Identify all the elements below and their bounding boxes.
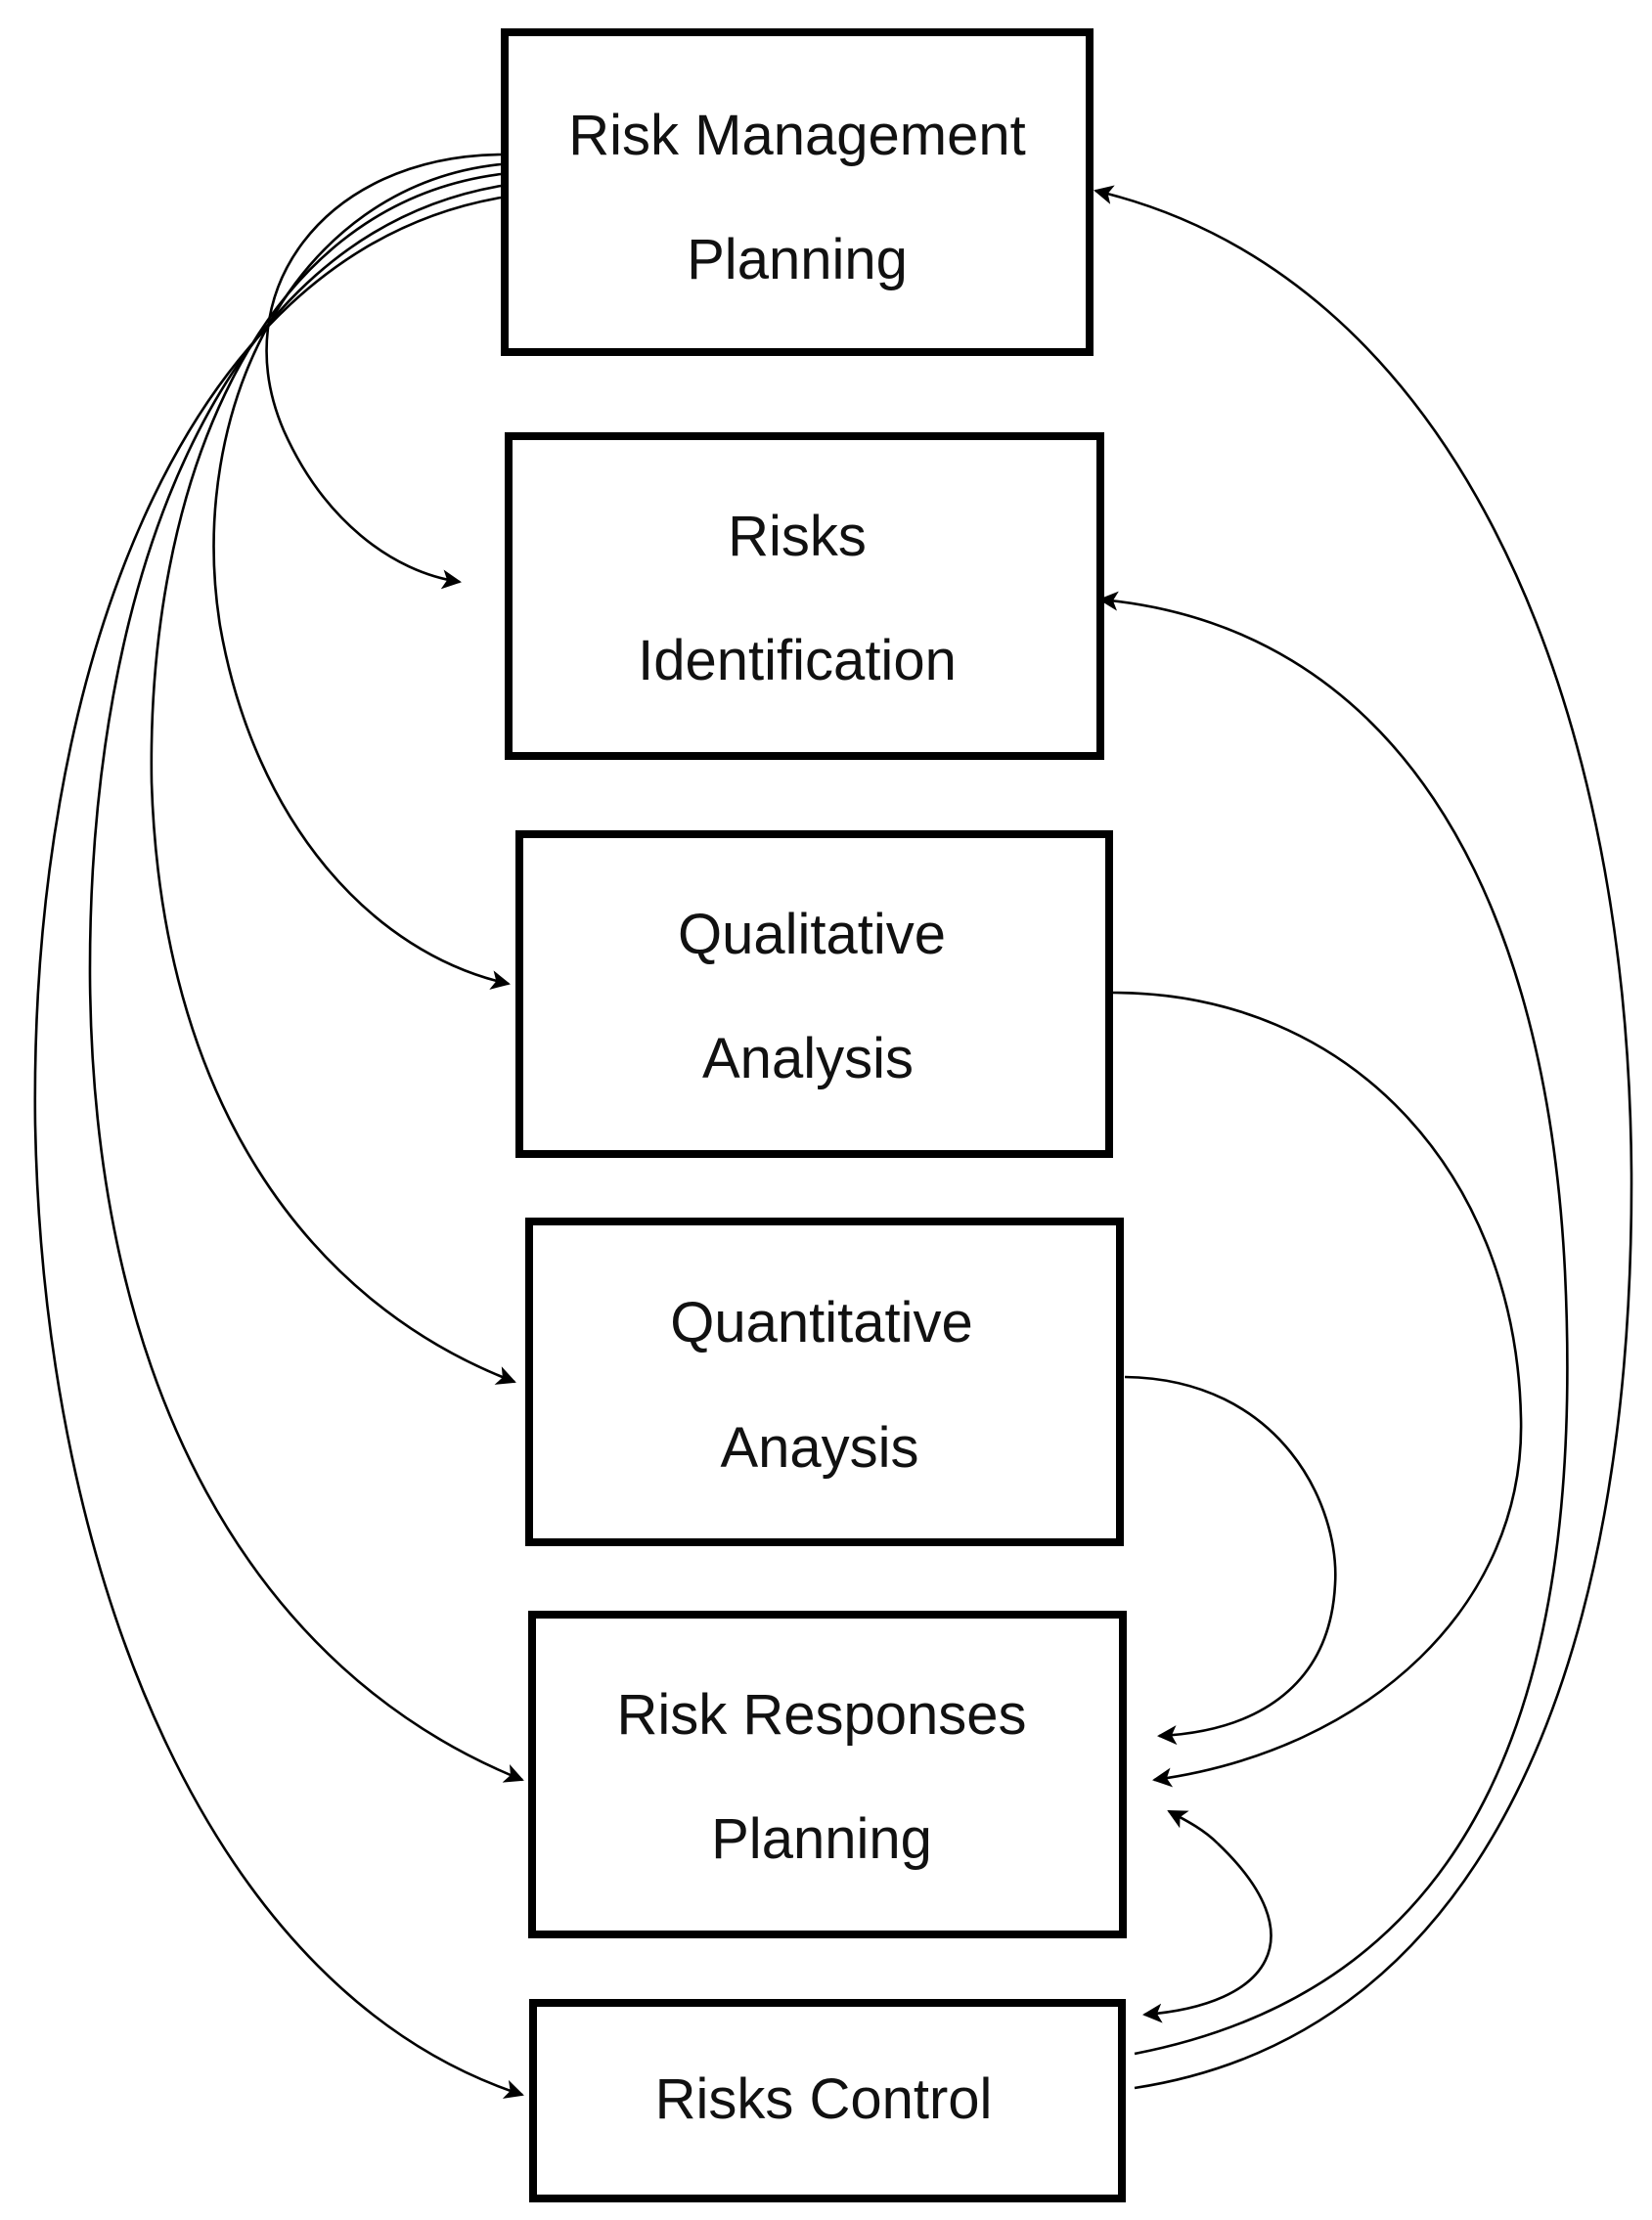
edge-qna-rrp [1124, 1375, 1337, 1746]
box-risks-control [529, 1999, 1126, 2202]
box-risks-identification [505, 432, 1104, 760]
label-risks-control-line1: Risks Control [655, 2067, 993, 2131]
label-risks-identification-line1: Risks [728, 505, 867, 568]
label-risk-management-planning-line1: Risk Management [568, 104, 1025, 167]
edge-rrp-rc [1142, 1843, 1272, 2023]
label-risks-identification-line2: Identification [638, 629, 957, 692]
edge-rc-rrp [1167, 1809, 1219, 1844]
label-risk-management-planning-line2: Planning [687, 228, 908, 291]
box-risk-responses-planning [528, 1611, 1127, 1938]
nodes-layer: Risk Management Planning Risks Identific… [501, 28, 1127, 2202]
box-qualitative-analysis [515, 830, 1113, 1158]
edge-rmp-qna [150, 172, 516, 1385]
label-quantitative-anaysis-line1: Quantitative [670, 1291, 973, 1354]
node-risks-identification: Risks Identification [505, 432, 1104, 760]
edge-rc-rmp [1094, 185, 1633, 2090]
edge-rc-ri [1098, 591, 1569, 2056]
edges-layer [33, 153, 1633, 2099]
node-qualitative-analysis: Qualitative Analysis [515, 830, 1113, 1158]
edge-qa-rrp [1112, 991, 1523, 1788]
label-quantitative-anaysis-line2: Anaysis [720, 1416, 918, 1480]
label-risk-responses-planning-line2: Planning [711, 1807, 932, 1871]
edge-rmp-ri [265, 153, 502, 590]
node-risk-management-planning: Risk Management Planning [501, 28, 1094, 356]
label-qualitative-analysis-line2: Analysis [702, 1027, 914, 1090]
edge-rmp-rc [33, 196, 524, 2099]
label-qualitative-analysis-line1: Qualitative [678, 903, 946, 966]
node-risks-control: Risks Control [529, 1999, 1126, 2202]
box-risk-management-planning [501, 28, 1094, 356]
label-risk-responses-planning-line1: Risk Responses [616, 1683, 1026, 1747]
edge-rmp-qa [212, 162, 511, 990]
node-quantitative-anaysis: Quantitative Anaysis [525, 1218, 1124, 1546]
edge-rmp-rrp [88, 184, 524, 1783]
node-risk-responses-planning: Risk Responses Planning [528, 1611, 1127, 1938]
box-quantitative-anaysis [525, 1218, 1124, 1546]
